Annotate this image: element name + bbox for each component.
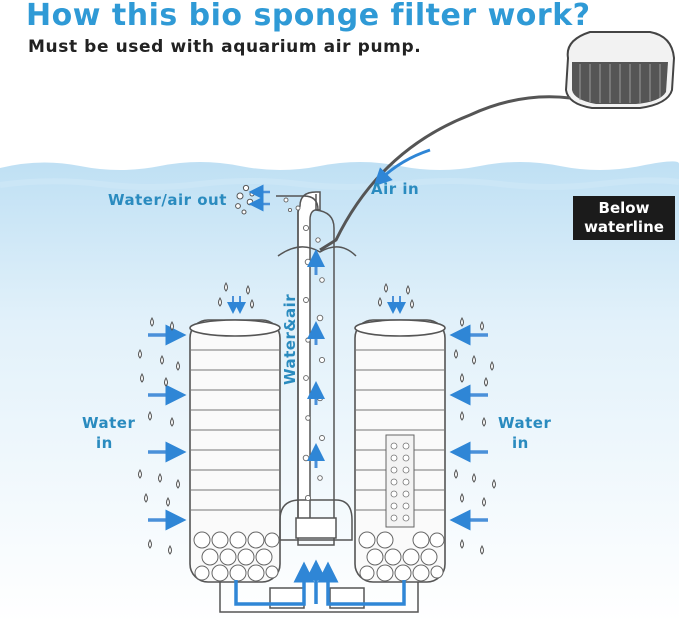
below-waterline-line1: Below (598, 199, 650, 217)
water-drop-icon (138, 282, 496, 555)
water-air-vertical-label: Water&air (281, 293, 299, 385)
right-sponge-icon (354, 319, 446, 583)
left-sponge-icon (189, 319, 281, 583)
page-title: How this bio sponge filter work? (26, 0, 591, 33)
water-in-right-line2: in (512, 434, 529, 452)
outlet-arrows (248, 184, 270, 212)
below-waterline-line2: waterline (584, 218, 664, 236)
base-manifold (219, 559, 419, 613)
wave-line (0, 177, 679, 190)
water-in-left-line2: in (96, 434, 113, 452)
water-air-out-label: Water/air out (108, 191, 227, 209)
air-pump-icon (564, 31, 676, 109)
air-in-arrow (373, 148, 431, 187)
air-in-label: Air in (371, 180, 420, 198)
flow-arrow-icon-left (148, 324, 187, 531)
below-waterline-badge: Below waterline (573, 196, 675, 240)
top-down-arrows (227, 296, 406, 314)
flow-path-right (317, 561, 406, 606)
water-in-right-line1: Water (498, 414, 552, 432)
lift-tube-icon (276, 191, 357, 546)
flow-path-left (234, 561, 315, 606)
page-subtitle: Must be used with aquarium air pump. (28, 37, 422, 57)
water-surface (0, 161, 679, 623)
flow-arrow-icon-right (449, 324, 488, 531)
water-in-left-line1: Water (82, 414, 136, 432)
air-tube-icon (319, 95, 571, 252)
inner-strainer (385, 434, 415, 528)
